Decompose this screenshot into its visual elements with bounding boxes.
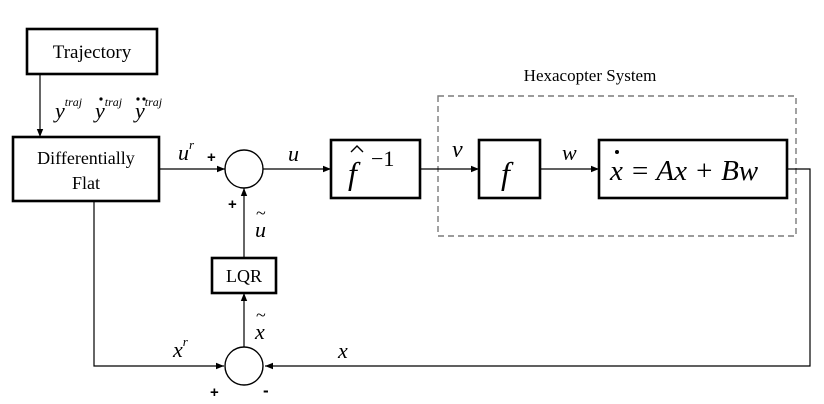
plant-block: [597, 138, 789, 200]
lqr-label: LQR: [226, 266, 262, 286]
y-traj-signal: ytraj: [53, 95, 83, 123]
xref-label: xr: [172, 334, 189, 362]
utilde-tilde: ~: [256, 203, 266, 223]
x-label: x: [337, 338, 348, 363]
u-label: u: [288, 141, 299, 166]
xtilde-tilde: ~: [256, 305, 266, 325]
hexacopter-system-boundary: [437, 95, 797, 237]
sum2-plus-left: +: [210, 384, 219, 401]
yddot-traj-signal: ytraj: [133, 95, 163, 123]
xtilde-label: x: [254, 319, 265, 344]
summing-junction-1: [224, 149, 264, 189]
sum1-plus-left: +: [207, 149, 216, 166]
trajectory-label: Trajectory: [53, 42, 132, 63]
f-hat-inverse-block: [329, 138, 422, 200]
ydot-traj-signal: ytraj: [93, 95, 123, 123]
ydot-dot: [99, 97, 103, 101]
yddot-dot-1: [136, 97, 140, 101]
w-label: w: [562, 140, 577, 165]
trajectory-signals: ytraj ytraj ytraj: [53, 95, 163, 123]
sum2-minus-right: -: [263, 381, 269, 400]
differentially-flat-label-line2: Flat: [72, 173, 100, 193]
sum1-plus-bottom: +: [228, 196, 237, 213]
hat-accent: [350, 145, 364, 153]
v-label: v: [452, 137, 463, 163]
trajectory-block: [25, 27, 159, 76]
f-hat-inverse-exponent: −1: [371, 146, 394, 171]
hexacopter-system-label: Hexacopter System: [524, 66, 657, 85]
summing-junction-2: [224, 346, 264, 386]
uref-label: ur: [178, 137, 195, 165]
state-feedback-wire: [265, 168, 811, 370]
differentially-flat-label-line1: Differentially: [37, 148, 135, 168]
utilde-label: u: [255, 217, 266, 242]
f-block: [477, 138, 542, 200]
xdot-dot: [615, 150, 619, 154]
xref-wire: [93, 201, 224, 370]
differentially-flat-block: [11, 135, 161, 203]
yddot-dot-2: [142, 97, 146, 101]
plant-equation: x = Ax + Bw: [609, 155, 759, 187]
